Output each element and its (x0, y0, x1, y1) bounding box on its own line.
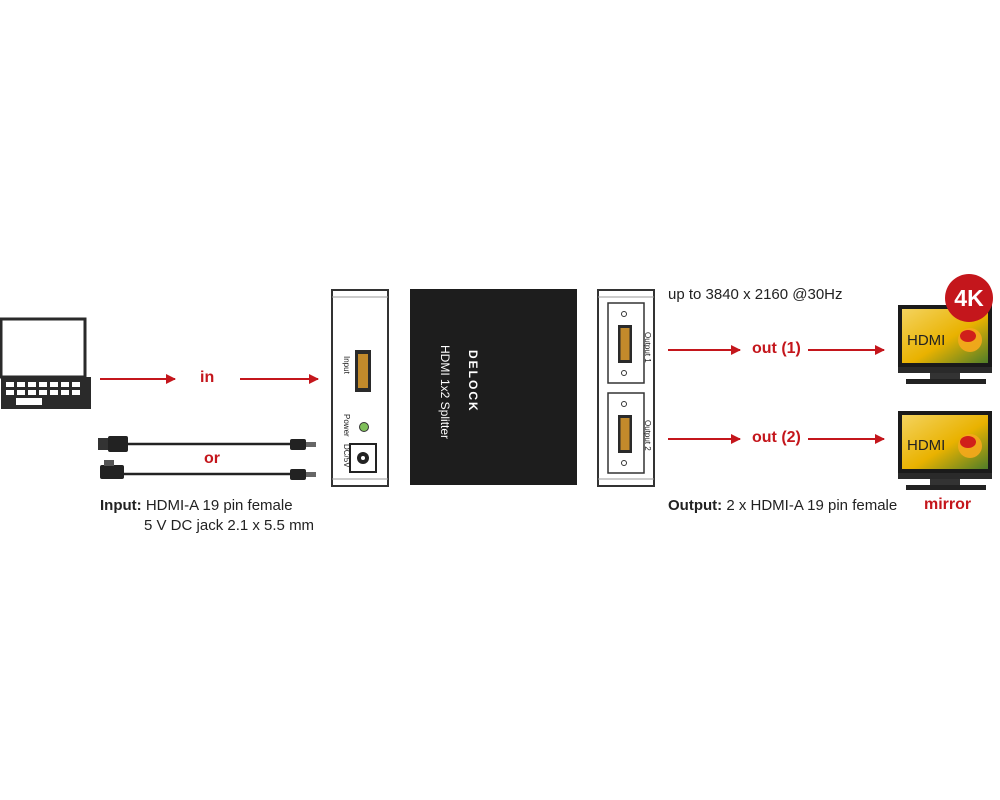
port-out2-label: Output 2 (643, 420, 652, 451)
4k-badge-circle (945, 274, 993, 322)
in-label: in (200, 369, 215, 386)
splitter-output-panel (597, 289, 655, 487)
dc-cable-icon (100, 460, 316, 480)
laptop-icon (0, 317, 91, 409)
output-spec-title: Output: (668, 497, 723, 514)
out-1-label: out (1) (752, 340, 801, 357)
mirror-label: mirror (924, 496, 972, 513)
input-spec-line2: 5 V DC jack 2.1 x 5.5 mm (144, 517, 315, 534)
4k-badge: 4K (954, 285, 984, 311)
port-input-label: Input (342, 356, 351, 374)
monitor-2-text: HDMI (907, 437, 946, 454)
output-spec: Output: 2 x HDMI-A 19 pin female (668, 497, 897, 514)
monitor-2-icon (898, 411, 992, 490)
output-spec-line1: 2 x HDMI-A 19 pin female (726, 497, 898, 514)
or-label: or (204, 450, 220, 467)
out-2-label: out (2) (752, 429, 801, 446)
input-spec-line1: HDMI-A 19 pin female (145, 497, 293, 514)
resolution-text: up to 3840 x 2160 @30Hz (668, 286, 843, 303)
port-dc-label: DC/5V (342, 444, 351, 468)
monitor-1-icon (898, 305, 992, 384)
input-spec: Input: HDMI-A 19 pin female (100, 497, 293, 514)
monitor-1-text: HDMI (907, 332, 946, 349)
splitter-input-panel (331, 289, 389, 487)
usb-cable-icon (98, 436, 316, 452)
model-label: HDMI 1x2 Splitter (438, 345, 452, 440)
brand-logo: DELOCK (466, 350, 480, 413)
port-power-label: Power (342, 414, 351, 437)
input-spec-title: Input: (100, 497, 142, 514)
port-out1-label: Output 1 (643, 332, 652, 363)
splitter-body (410, 289, 577, 485)
